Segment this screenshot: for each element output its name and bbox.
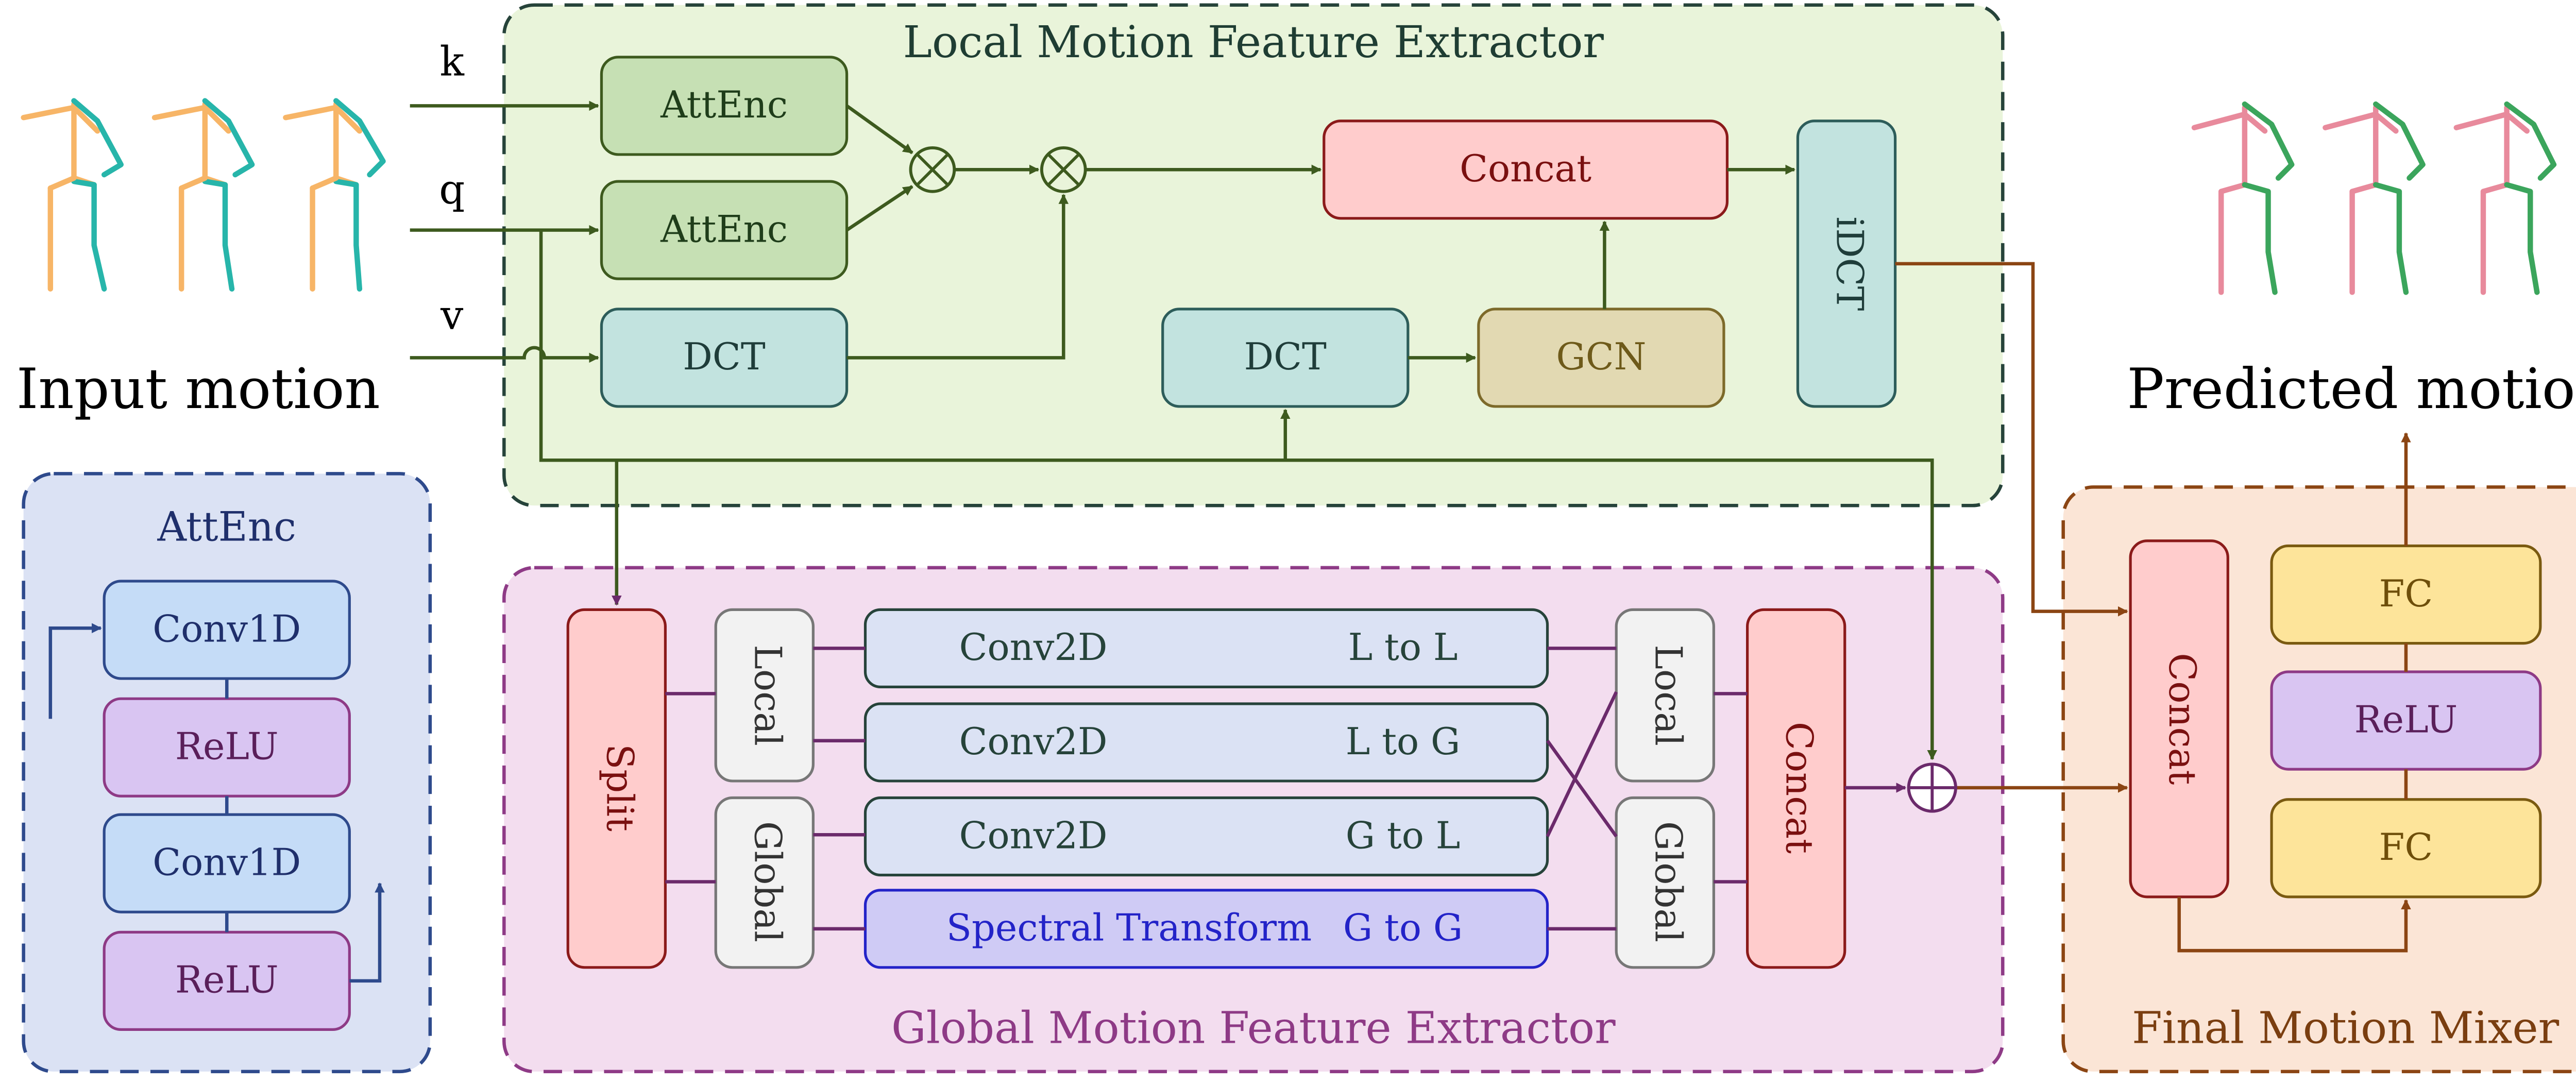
- dct-residual-box: DCT: [1161, 308, 1410, 408]
- mixer-relu-box: ReLU: [2270, 670, 2542, 771]
- attenc-conv2-box: Conv1D: [103, 813, 351, 913]
- attenc-conv1-box: Conv1D: [103, 580, 351, 680]
- op-row-l-to-l-op: Conv2D: [959, 625, 1108, 669]
- fc-bottom-box: FC: [2270, 798, 2542, 898]
- multiply-icon: [1040, 146, 1087, 193]
- attenc-detail-title: AttEnc: [157, 504, 296, 551]
- attenc-arrows: [48, 623, 385, 983]
- local-in-label: Local: [746, 645, 789, 746]
- op-row-l-to-g-op: Conv2D: [959, 720, 1108, 763]
- q-label: q: [439, 166, 465, 213]
- predicted-pose-3: [2453, 101, 2557, 295]
- attenc-relu1-box: ReLU: [103, 697, 351, 798]
- op-row-g-to-g-op: Spectral Transform: [946, 906, 1312, 950]
- idct-to-mixer-arrow: [1895, 262, 2128, 617]
- predicted-pose-1: [2191, 101, 2295, 295]
- gcn-label: GCN: [1556, 335, 1646, 378]
- local-out-label: Local: [1647, 645, 1690, 746]
- gcn-box: GCN: [1477, 308, 1725, 408]
- global-in-label: Global: [746, 821, 789, 942]
- split-box: Split: [566, 608, 667, 969]
- attenc-relu2-label: ReLU: [175, 958, 279, 1002]
- local-in-box: Local: [714, 608, 815, 783]
- k-label: k: [440, 39, 465, 86]
- mixer-relu-label: ReLU: [2354, 698, 2458, 741]
- input-motion-label: Input motion: [16, 357, 380, 421]
- input-pose-1: [21, 98, 124, 292]
- attenc-k-box: AttEnc: [600, 56, 849, 156]
- attenc-q-label: AttEnc: [660, 207, 788, 250]
- local-extractor-title: Local Motion Feature Extractor: [903, 16, 1604, 67]
- op-row-g-to-l: Conv2D G to L: [863, 796, 1549, 877]
- op-row-l-to-l: Conv2D L to L: [863, 608, 1549, 688]
- v-label: v: [440, 292, 463, 339]
- split-label: Split: [598, 744, 641, 832]
- attenc-conv1-label: Conv1D: [152, 607, 301, 650]
- local-flow-arrows: [410, 100, 1938, 760]
- op-row-l-to-g-path: L to G: [1346, 720, 1461, 763]
- mixer-concat-box: Concat: [2129, 539, 2229, 898]
- predicted-motion-label: Predicted motion: [2127, 357, 2576, 421]
- add-icon: [1907, 762, 1957, 813]
- dct-v-label: DCT: [683, 335, 765, 378]
- input-pose-2: [151, 98, 255, 292]
- op-row-g-to-g-path: G to G: [1343, 906, 1463, 950]
- global-concat-box: Concat: [1745, 608, 1846, 969]
- op-row-l-to-g: Conv2D L to G: [863, 702, 1549, 783]
- attenc-conv2-label: Conv1D: [152, 841, 301, 884]
- global-out-box: Global: [1615, 796, 1715, 969]
- attenc-k-label: AttEnc: [660, 83, 788, 126]
- dct-residual-label: DCT: [1244, 335, 1327, 378]
- attenc-relu2-box: ReLU: [103, 930, 351, 1031]
- op-row-g-to-g: Spectral Transform G to G: [863, 889, 1549, 969]
- mixer-arrows: [2177, 432, 2411, 953]
- fc-top-label: FC: [2379, 572, 2433, 615]
- local-out-box: Local: [1615, 608, 1715, 783]
- global-in-box: Global: [714, 796, 815, 969]
- local-concat-label: Concat: [1460, 147, 1591, 190]
- attenc-relu1-label: ReLU: [175, 725, 279, 768]
- mixer-concat-label: Concat: [2161, 653, 2204, 785]
- idct-box: iDCT: [1796, 120, 1897, 408]
- fc-bottom-label: FC: [2379, 825, 2433, 869]
- op-row-g-to-l-op: Conv2D: [959, 813, 1108, 857]
- final-mixer-title: Final Motion Mixer: [2132, 1003, 2560, 1054]
- global-concat-label: Concat: [1778, 722, 1821, 854]
- op-row-l-to-l-path: L to L: [1348, 625, 1458, 669]
- predicted-pose-2: [2323, 101, 2426, 295]
- multiply-icon: [909, 146, 956, 193]
- global-connectors: [665, 647, 2128, 931]
- attenc-q-box: AttEnc: [600, 180, 849, 280]
- input-pose-3: [283, 98, 386, 292]
- op-row-g-to-l-path: G to L: [1346, 813, 1461, 857]
- idct-label: iDCT: [1828, 216, 1871, 311]
- global-out-label: Global: [1647, 821, 1690, 942]
- global-extractor-title: Global Motion Feature Extractor: [891, 1003, 1616, 1054]
- local-concat-box: Concat: [1323, 120, 1729, 220]
- dct-v-box: DCT: [600, 308, 849, 408]
- fc-top-box: FC: [2270, 544, 2542, 645]
